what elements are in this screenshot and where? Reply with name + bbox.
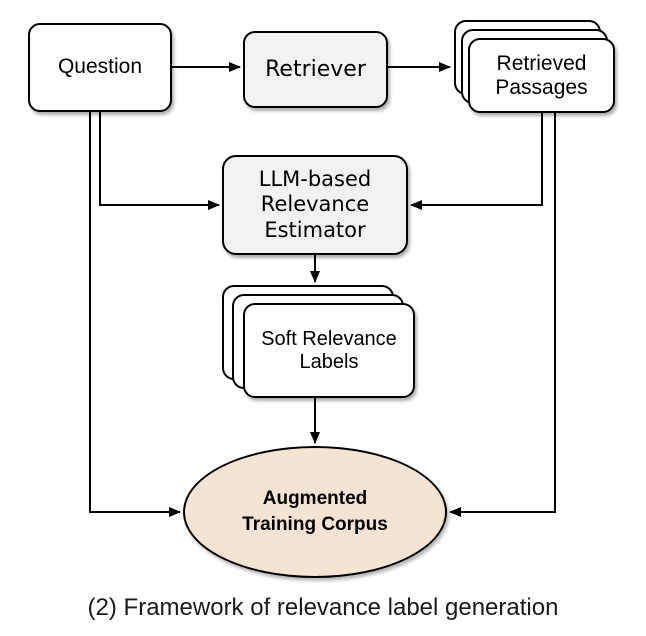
connector-retrieved-passages-corpus — [449, 113, 556, 517]
connector-retrieved-passages-llm-estimator — [410, 113, 543, 210]
augmented-training-corpus-node: Augmented Training Corpus — [183, 446, 447, 578]
question-node: Question — [28, 23, 172, 112]
retriever-node: Retriever — [243, 31, 388, 108]
question-label: Question — [57, 55, 143, 79]
figure-caption: (2) Framework of relevance label generat… — [87, 594, 559, 621]
soft-relevance-labels-node: Soft Relevance Labels — [222, 285, 415, 398]
connector-question-corpus — [89, 112, 181, 517]
augmented-corpus-label: Augmented Training Corpus — [242, 488, 388, 535]
stack-card-front: Retrieved Passages — [468, 38, 615, 113]
retrieved-passages-label: Retrieved Passages — [495, 51, 588, 99]
retriever-label: Retriever — [265, 56, 366, 82]
retrieved-passages-node: Retrieved Passages — [454, 20, 615, 113]
connector-question-llm-estimator — [99, 112, 220, 210]
soft-labels-label: Soft Relevance Labels — [261, 327, 397, 373]
llm-estimator-label: LLM-based Relevance Estimator — [258, 166, 372, 242]
llm-relevance-estimator-node: LLM-based Relevance Estimator — [222, 155, 408, 255]
stack-card-front: Soft Relevance Labels — [243, 303, 415, 398]
